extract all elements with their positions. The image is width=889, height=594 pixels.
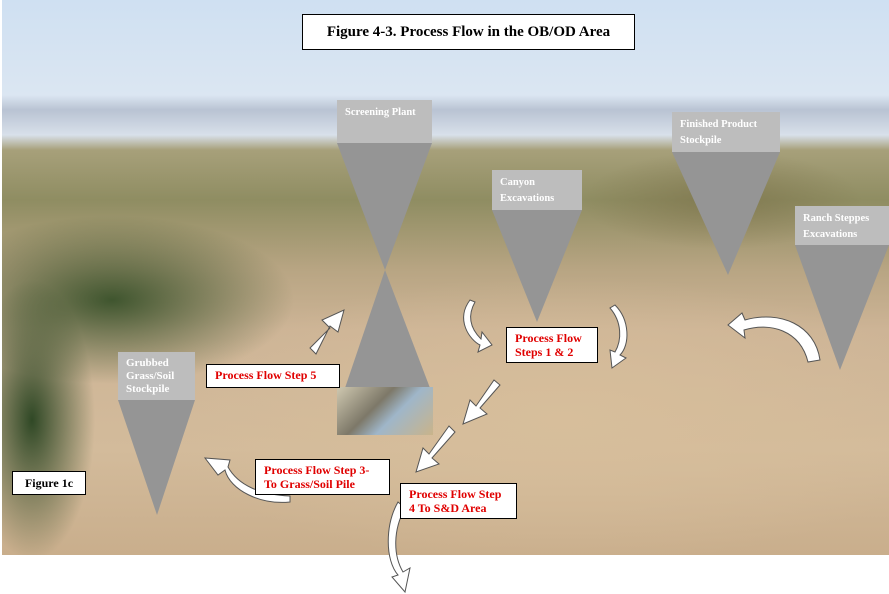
screening-plant-lower-funnel	[345, 270, 430, 388]
figure-title: Figure 4-3. Process Flow in the OB/OD Ar…	[302, 14, 635, 50]
callout-ranch-steppes: Ranch Steppes Excavations	[795, 206, 889, 245]
arrow-down-left-2-icon	[415, 425, 456, 473]
label-text: Process Flow Step 3-	[264, 463, 370, 477]
callout-text: Grubbed	[126, 357, 169, 369]
callout-finished-product: Finished Product Stockpile	[672, 112, 780, 152]
callout-grubbed-stockpile: Grubbed Grass/Soil Stockpile	[118, 352, 195, 400]
screening-plant-funnel	[337, 143, 432, 270]
callout-screening-plant: Screening Plant	[337, 100, 432, 143]
arrow-up-step5-icon	[309, 309, 345, 355]
label-text: Process Flow Step	[409, 487, 502, 501]
callout-text: Grass/Soil	[126, 370, 175, 382]
label-text: Process Flow Step 5	[215, 368, 317, 382]
label-text: To Grass/Soil Pile	[264, 477, 355, 491]
callout-text: Excavations	[803, 229, 858, 240]
label-text: Process Flow	[515, 331, 582, 345]
canyon-funnel	[492, 210, 582, 322]
label-steps-1-2: Process Flow Steps 1 & 2	[506, 327, 598, 363]
ranch-steppes-funnel	[795, 245, 889, 370]
arrow-down-left-1-icon	[462, 379, 501, 425]
label-step3: Process Flow Step 3- To Grass/Soil Pile	[255, 459, 390, 495]
curved-arrow-right-icon	[609, 304, 628, 369]
finished-product-funnel	[672, 152, 780, 275]
callout-text: Stockpile	[680, 135, 722, 146]
callout-text: Screening Plant	[345, 107, 416, 118]
callout-text: Excavations	[500, 193, 555, 204]
screening-plant-inset-photo	[337, 387, 433, 435]
curved-arrow-ranch-icon	[727, 312, 821, 363]
callout-canyon-excavations: Canyon Excavations	[492, 170, 582, 210]
label-text: Steps 1 & 2	[515, 345, 574, 359]
callout-text: Stockpile	[126, 383, 170, 395]
curved-arrow-steps12-icon	[463, 299, 493, 353]
callout-text: Finished Product	[680, 119, 758, 130]
grubbed-funnel	[118, 400, 195, 515]
label-step5: Process Flow Step 5	[206, 364, 340, 388]
figure-label: Figure 1c	[12, 471, 86, 495]
callout-text: Ranch Steppes	[803, 213, 870, 224]
curved-arrow-step4-icon	[387, 501, 411, 594]
label-text: 4 To S&D Area	[409, 501, 487, 515]
callout-text: Canyon	[500, 177, 536, 188]
label-step4: Process Flow Step 4 To S&D Area	[400, 483, 517, 519]
